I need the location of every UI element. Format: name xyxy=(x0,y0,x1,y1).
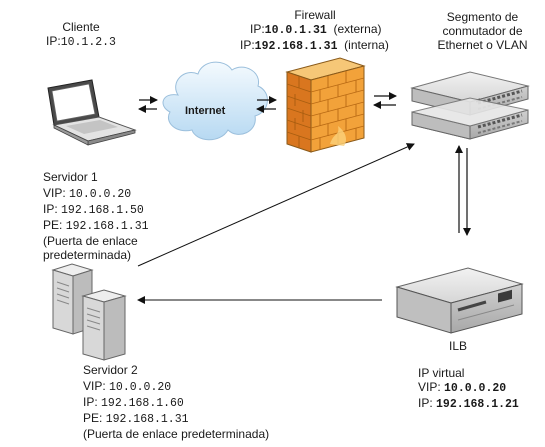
ilb-vip-value: 10.0.0.20 xyxy=(444,382,507,395)
client-ip-value: 10.1.2.3 xyxy=(60,36,116,49)
firewall-title: Firewall xyxy=(294,8,336,22)
internet-label: Internet xyxy=(185,105,226,117)
segment-line-3: Ethernet o VLAN xyxy=(437,38,528,52)
firewall-int-prefix: IP: xyxy=(240,38,255,52)
ilb-subtitle: IP virtual xyxy=(418,366,465,380)
ilb-ip: IP: 192.168.1.21 xyxy=(418,396,519,412)
server1-ip: IP: 192.168.1.50 xyxy=(43,202,149,218)
segment-line-1: Segmento de xyxy=(446,10,519,24)
laptop-icon xyxy=(47,79,137,146)
client-label: Cliente IP:10.1.2.3 xyxy=(36,20,126,50)
server1-vip: VIP: 10.0.0.20 xyxy=(43,186,149,202)
client-ip-prefix: IP: xyxy=(46,34,61,48)
client-ip: IP:10.1.2.3 xyxy=(36,34,126,50)
server2-title: Servidor 2 xyxy=(83,363,138,377)
segment-line-2: conmutador de xyxy=(442,24,523,38)
load-balancer-icon xyxy=(395,267,524,334)
ilb-title: ILB xyxy=(449,339,468,353)
server2-vip-prefix: VIP: xyxy=(83,379,106,393)
server2-note: (Puerta de enlace predeterminada) xyxy=(83,427,270,441)
ilb-vip: VIP: 10.0.0.20 xyxy=(418,380,519,396)
firewall-icon xyxy=(285,57,366,153)
server1-pe: PE: 192.168.1.31 xyxy=(43,218,149,234)
server1-ip-value: 192.168.1.50 xyxy=(61,204,144,217)
switch-icon xyxy=(410,71,530,140)
server2-pe-prefix: PE: xyxy=(83,411,103,425)
server1-label: Servidor 1 VIP: 10.0.0.20 IP: 192.168.1.… xyxy=(43,170,149,262)
firewall-label: Firewall IP:10.0.1.31 (externa) IP:192.1… xyxy=(240,8,420,54)
firewall-int-note: (interna) xyxy=(344,38,389,52)
ilb-ip-prefix: IP: xyxy=(418,396,433,410)
link-switch-ilb xyxy=(455,145,471,236)
cloud-icon xyxy=(162,61,268,141)
server2-pe-value: 192.168.1.31 xyxy=(105,413,189,426)
server1-note-1: (Puerta de enlace xyxy=(43,234,138,248)
ilb-vip-prefix: VIP: xyxy=(418,380,441,394)
link-firewall-switch xyxy=(373,92,397,109)
server2-vip-value: 10.0.0.20 xyxy=(109,381,172,394)
server1-vip-value: 10.0.0.20 xyxy=(69,188,132,201)
server2-vip: VIP: 10.0.0.20 xyxy=(83,379,269,395)
firewall-int-ip: IP:192.168.1.31 (interna) xyxy=(240,38,420,54)
server2-ip-prefix: IP: xyxy=(83,395,98,409)
server2-pe: PE: 192.168.1.31 xyxy=(83,411,269,427)
firewall-int-value: 192.168.1.31 xyxy=(254,40,338,53)
server2-ip-value: 192.168.1.60 xyxy=(101,397,184,410)
firewall-ext-prefix: IP: xyxy=(250,22,265,36)
link-servers-switch xyxy=(137,143,415,267)
client-title: Cliente xyxy=(62,20,100,34)
link-internet-firewall xyxy=(256,96,277,113)
server1-ip-prefix: IP: xyxy=(43,202,58,216)
server1-note-2: predeterminada) xyxy=(43,248,132,262)
server1-vip-prefix: VIP: xyxy=(43,186,66,200)
firewall-ext-ip: IP:10.0.1.31 (externa) xyxy=(240,22,420,38)
server2-ip: IP: 192.168.1.60 xyxy=(83,395,269,411)
ilb-ip-value: 192.168.1.21 xyxy=(436,398,519,411)
server1-title: Servidor 1 xyxy=(43,170,98,184)
link-client-internet xyxy=(138,96,158,113)
firewall-ext-note: (externa) xyxy=(333,22,382,36)
server-icon xyxy=(51,263,127,361)
firewall-ext-value: 10.0.1.31 xyxy=(264,24,327,37)
segment-label: Segmento de conmutador de Ethernet o VLA… xyxy=(425,10,540,52)
server1-pe-value: 192.168.1.31 xyxy=(65,220,149,233)
ilb-label: IP virtual VIP: 10.0.0.20 IP: 192.168.1.… xyxy=(418,366,519,412)
server2-label: Servidor 2 VIP: 10.0.0.20 IP: 192.168.1.… xyxy=(83,363,269,441)
server1-pe-prefix: PE: xyxy=(43,218,63,232)
